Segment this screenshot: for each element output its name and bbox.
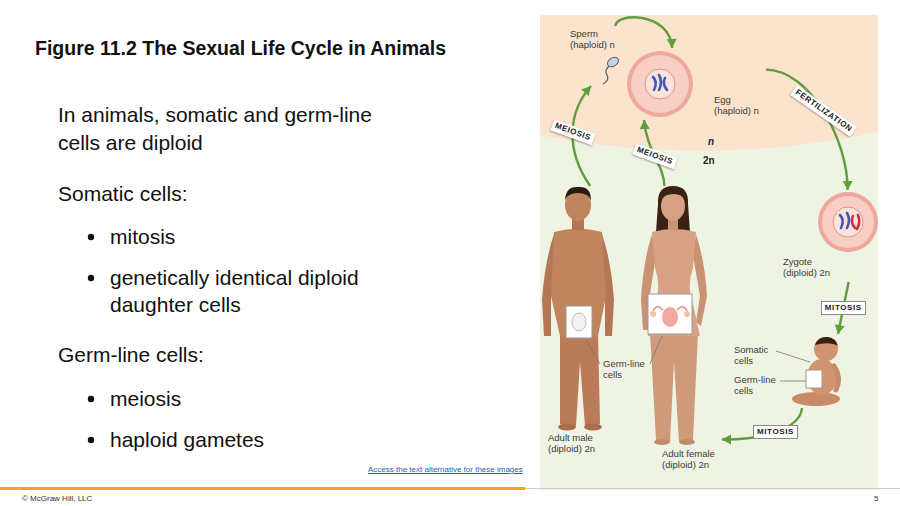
leader-line (780, 381, 806, 382)
node-caption: Egg (haploid) n (714, 94, 764, 116)
node-caption: Adult male (diploid) 2n (548, 432, 606, 454)
adult-figure: Adult female (diploid) 2n (632, 186, 722, 474)
bullet-text: mitosis (110, 223, 410, 251)
zygote-cell (818, 192, 878, 252)
infant-figure: Somatic cellsGerm-line cells (730, 334, 850, 408)
node-caption: Somatic cells (734, 344, 780, 366)
gamete-cell: Sperm (haploid) n (566, 26, 624, 86)
arrowhead (722, 435, 731, 445)
arrowhead (581, 86, 591, 96)
hair (656, 186, 690, 232)
fringe (661, 189, 686, 200)
arrowhead (843, 181, 853, 190)
slide-title: Figure 11.2 The Sexual Life Cycle in Ani… (35, 36, 446, 60)
germ-line-inset (806, 370, 822, 388)
adult-figure: Adult male (diploid) 2n (538, 186, 628, 460)
bullet-text: meiosis (110, 385, 410, 413)
hair (565, 187, 591, 200)
list-heading: Germ-line cells: (58, 341, 388, 369)
foot (679, 439, 695, 445)
connector-arrow (615, 17, 676, 48)
foot (654, 439, 670, 445)
egg-cytoplasm (631, 55, 689, 113)
node-caption: Sperm (haploid) n (570, 28, 622, 50)
chromosomes (840, 213, 849, 228)
adult-male-figure (542, 187, 614, 431)
body-text: In animals, somatic and germ-line cells … (58, 101, 403, 157)
adult-female-figure (641, 186, 707, 445)
copyright: © McGraw Hill, LLC (22, 494, 92, 504)
egg-nucleus (645, 69, 675, 99)
bullet-text: haploid gametes (110, 426, 410, 454)
foot (584, 424, 602, 431)
footer-bar (0, 487, 525, 490)
head (814, 337, 838, 361)
link-text: Access the text alternative for these im… (368, 465, 523, 475)
bullet-text: genetically identical diploid daughter c… (110, 264, 392, 318)
arrowhead (667, 39, 677, 48)
legs (650, 333, 698, 442)
chromosomes (852, 215, 859, 229)
hair (815, 337, 838, 346)
page-number: 5 (874, 494, 878, 504)
bullet-dots (88, 234, 94, 443)
zygote-cell: Zygote (diploid) 2n (780, 190, 878, 282)
oviduct-sketch (653, 307, 687, 311)
foot (558, 424, 576, 431)
arm (834, 366, 839, 390)
edge-label: MITOSIS (821, 301, 866, 315)
callout-label: Germ-line cells (603, 358, 647, 380)
gamete-cell: Egg (haploid) n (626, 48, 766, 120)
leader-lines (586, 336, 810, 381)
torso (648, 229, 700, 336)
uterus-sketch (662, 307, 678, 327)
egg-membrane (627, 51, 693, 117)
edge-label: MITOSIS (753, 425, 798, 439)
ovary-sketch (684, 311, 690, 317)
torso (551, 229, 606, 337)
node-caption: Zygote (diploid) 2n (783, 256, 839, 278)
ploidy-label: n (708, 136, 714, 148)
arrowhead (640, 120, 650, 129)
testis-sketch (572, 313, 586, 331)
connector-line (766, 70, 848, 190)
germ-line-inset (648, 294, 692, 334)
node-caption: Adult female (diploid) 2n (662, 448, 720, 470)
infant-figure (792, 337, 840, 406)
connector-line (722, 408, 802, 439)
zygote-membrane (818, 192, 878, 252)
chromosomes (653, 75, 667, 90)
arrowhead (835, 324, 845, 334)
footer-rule (525, 488, 900, 489)
bullet-dot (88, 275, 94, 281)
zygote-cytoplasm (822, 196, 874, 248)
list-heading: Somatic cells: (58, 180, 388, 208)
ploidy-label: 2n (703, 155, 715, 167)
bullet-dot (88, 234, 94, 240)
sperm-head (606, 55, 621, 69)
leader-line (650, 336, 662, 364)
sperm-cell (603, 55, 620, 84)
diploid-region (540, 15, 878, 490)
connector-arrow (722, 408, 802, 445)
bullet-dot (88, 437, 94, 443)
arm (693, 234, 707, 326)
legs (560, 333, 600, 426)
zygote-nucleus (833, 207, 863, 237)
ovary-sketch (650, 311, 656, 317)
node-caption: Germ-line cells (734, 374, 780, 396)
leader-line (776, 351, 810, 362)
legs (792, 392, 840, 406)
leader-line (586, 340, 600, 364)
egg-cell (627, 51, 693, 117)
sperm-tail (603, 66, 609, 84)
haploid-region (540, 15, 878, 151)
connector-line (615, 17, 672, 48)
germ-line-inset (566, 306, 592, 338)
bullet-dot (88, 396, 94, 402)
